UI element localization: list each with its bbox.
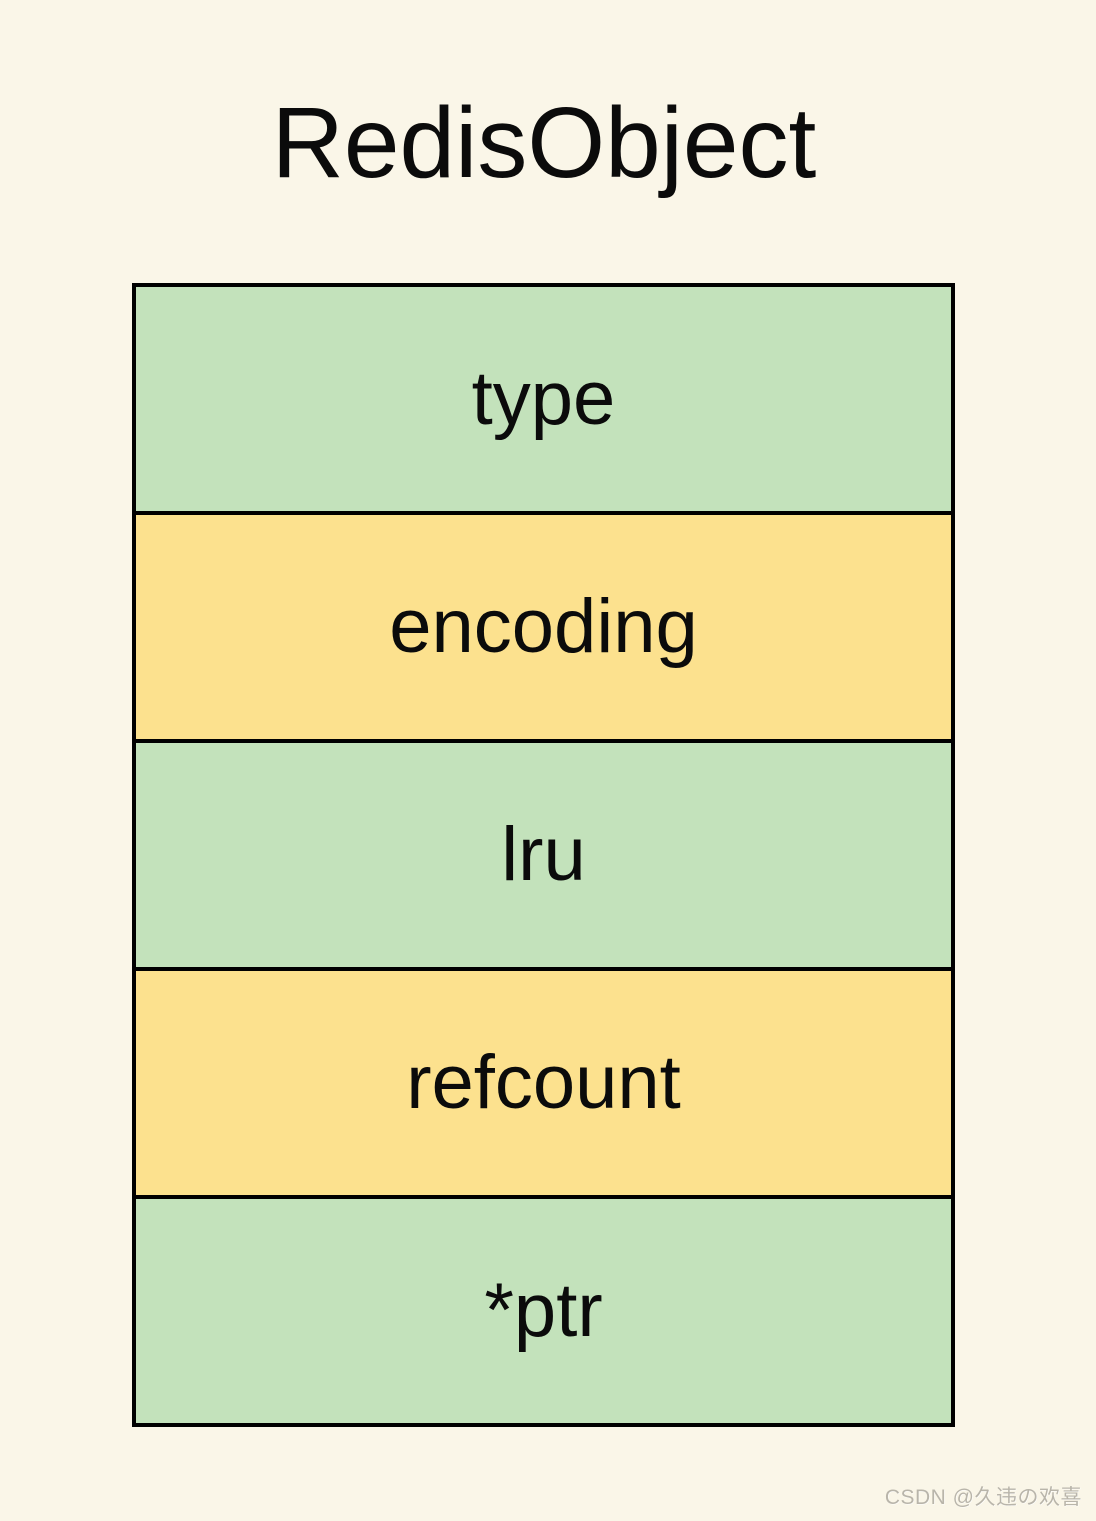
struct-row-lru: lru — [136, 743, 951, 971]
struct-row-type: type — [136, 287, 951, 515]
redisobject-struct-diagram: type encoding lru refcount *ptr — [132, 283, 955, 1427]
struct-row-label: refcount — [406, 1040, 681, 1125]
struct-row-encoding: encoding — [136, 515, 951, 743]
page-title: RedisObject — [271, 87, 817, 199]
struct-row-label: encoding — [389, 584, 698, 669]
struct-row-label: lru — [501, 812, 586, 897]
csdn-watermark: CSDN @久违の欢喜 — [884, 1486, 1082, 1509]
struct-row-ptr: *ptr — [136, 1199, 951, 1423]
struct-row-label: *ptr — [484, 1268, 603, 1353]
struct-row-label: type — [471, 356, 616, 441]
struct-row-refcount: refcount — [136, 971, 951, 1199]
